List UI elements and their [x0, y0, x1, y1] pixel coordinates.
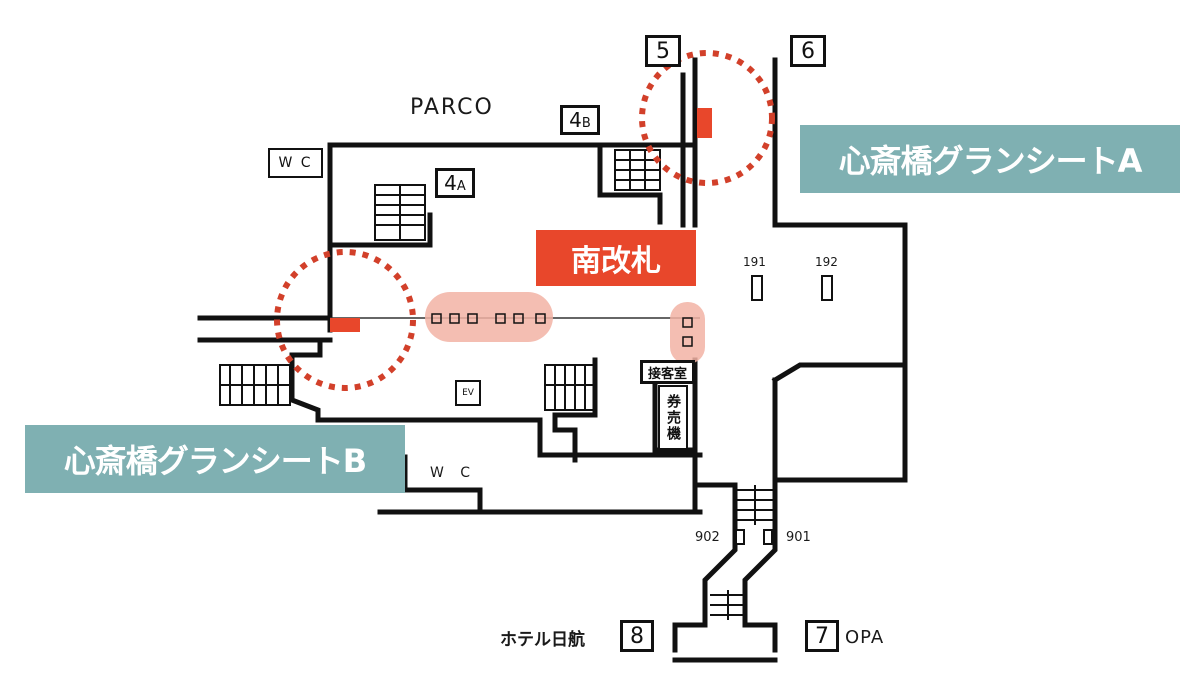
wall-exit6 — [772, 57, 908, 483]
exit-6-badge: 6 — [790, 35, 826, 67]
gate — [535, 313, 546, 324]
stairs-4a — [374, 184, 426, 241]
gate — [495, 313, 506, 324]
stairs-mid — [544, 364, 596, 411]
wall-reception — [652, 382, 698, 453]
seat-b-marker — [330, 318, 360, 332]
wall-right-block — [771, 362, 908, 384]
seat-a-circle — [639, 50, 775, 186]
num-902: 902 — [695, 530, 720, 545]
ticket-machine-label: 券売機 — [658, 385, 688, 450]
wall-left-down — [289, 337, 333, 423]
opa-label: OPA — [845, 627, 885, 648]
column-192 — [821, 275, 833, 301]
exit-4a-number: 4 — [444, 171, 457, 195]
stairs-left — [219, 364, 291, 406]
num-901: 901 — [786, 530, 811, 545]
wall-bottom-upper — [327, 417, 703, 458]
exit-4b-suffix: B — [581, 115, 591, 131]
seat-a-marker — [697, 108, 712, 138]
column-191 — [751, 275, 763, 301]
gate — [467, 313, 478, 324]
column-901 — [763, 529, 773, 545]
gate-highlight-right — [670, 302, 705, 364]
exit-7-badge: 7 — [805, 620, 839, 652]
ev-label: EV — [455, 380, 481, 406]
wc-top-label: W C — [268, 148, 323, 178]
exit-5-badge: 5 — [645, 35, 681, 67]
stairs-bottom — [710, 485, 775, 620]
gate — [682, 317, 693, 328]
exit-8-badge: 8 — [620, 620, 654, 652]
exit-4a-suffix: A — [456, 178, 466, 194]
south-gate-callout: 南改札 — [536, 230, 696, 286]
wall-wc-bottom — [402, 454, 483, 515]
num-192: 192 — [815, 255, 838, 269]
seat-b-circle — [274, 249, 416, 391]
gate — [682, 336, 693, 347]
stairs-4b — [614, 149, 661, 191]
column-902 — [735, 529, 745, 545]
wall-4b-stair — [597, 142, 663, 225]
gate — [449, 313, 460, 324]
hotel-label: ホテル日航 — [500, 630, 585, 650]
wall-bottom-corridor — [672, 482, 738, 628]
exit-4b-number: 4 — [569, 108, 582, 132]
gate — [513, 313, 524, 324]
seat-b-callout: 心斎橋グランシートB — [25, 425, 405, 493]
parco-label: PARCO — [410, 95, 494, 120]
wall-bottom-corridor2 — [742, 482, 778, 628]
reception-room-label: 接客室 — [640, 360, 695, 384]
gate — [431, 313, 442, 324]
seat-a-callout: 心斎橋グランシートA — [800, 125, 1180, 193]
num-191: 191 — [743, 255, 766, 269]
wc-bottom-label: W C — [430, 465, 477, 481]
gate-highlight-left — [425, 292, 553, 342]
